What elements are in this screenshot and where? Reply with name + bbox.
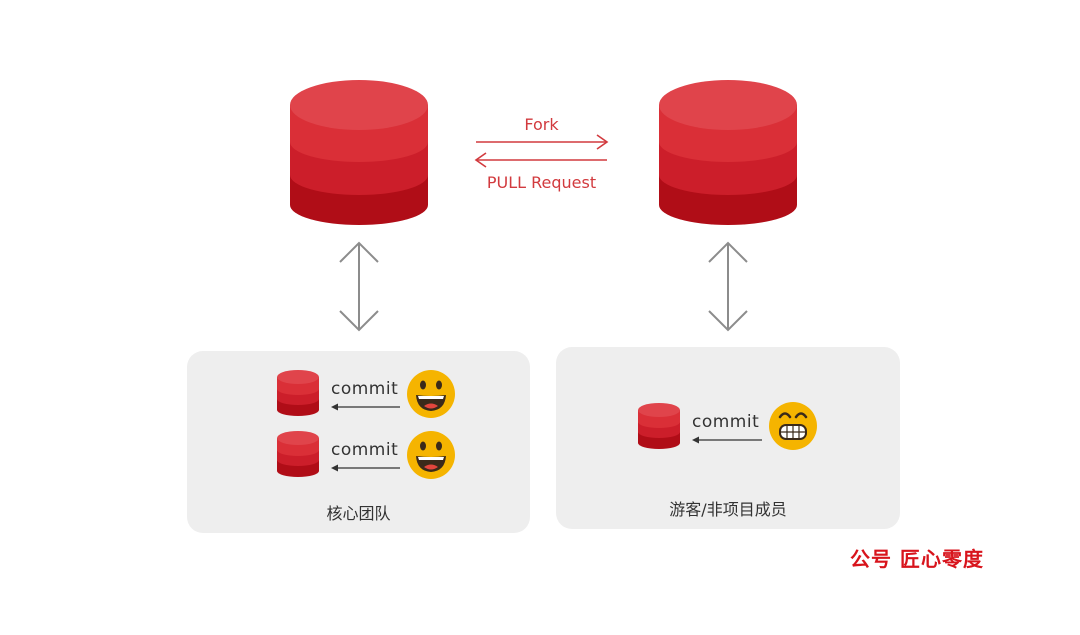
- smiley-icon: [407, 431, 455, 479]
- local-repo-3-database-icon: [638, 403, 680, 449]
- local-repo-2-database-icon: [277, 431, 319, 477]
- forked-repo-database-icon: [659, 80, 797, 225]
- core-team-panel: [187, 351, 530, 533]
- pull-request-arrow: [474, 152, 607, 168]
- commit-label-2: commit: [331, 440, 399, 460]
- smiley-icon: [407, 370, 455, 418]
- commit-arrow-2: [331, 464, 400, 472]
- commit-arrow-3: [692, 436, 762, 444]
- commit-arrow-1: [331, 403, 400, 411]
- right-sync-arrow: [708, 241, 748, 332]
- guest-panel: [556, 347, 900, 529]
- local-repo-1-database-icon: [277, 370, 319, 416]
- main-repo-database-icon: [290, 80, 428, 225]
- left-sync-arrow: [339, 241, 379, 332]
- core-team-caption: 核心团队: [326, 504, 391, 523]
- watermark-label: 公号 匠心零度: [850, 547, 984, 571]
- fork-label: Fork: [524, 115, 559, 134]
- guest-caption: 游客/非项目成员: [669, 500, 787, 519]
- grin-icon: [769, 402, 817, 450]
- fork-arrow: [476, 134, 609, 150]
- pull-request-label: PULL Request: [486, 173, 597, 192]
- commit-label-3: commit: [692, 412, 760, 432]
- commit-label-1: commit: [331, 379, 399, 399]
